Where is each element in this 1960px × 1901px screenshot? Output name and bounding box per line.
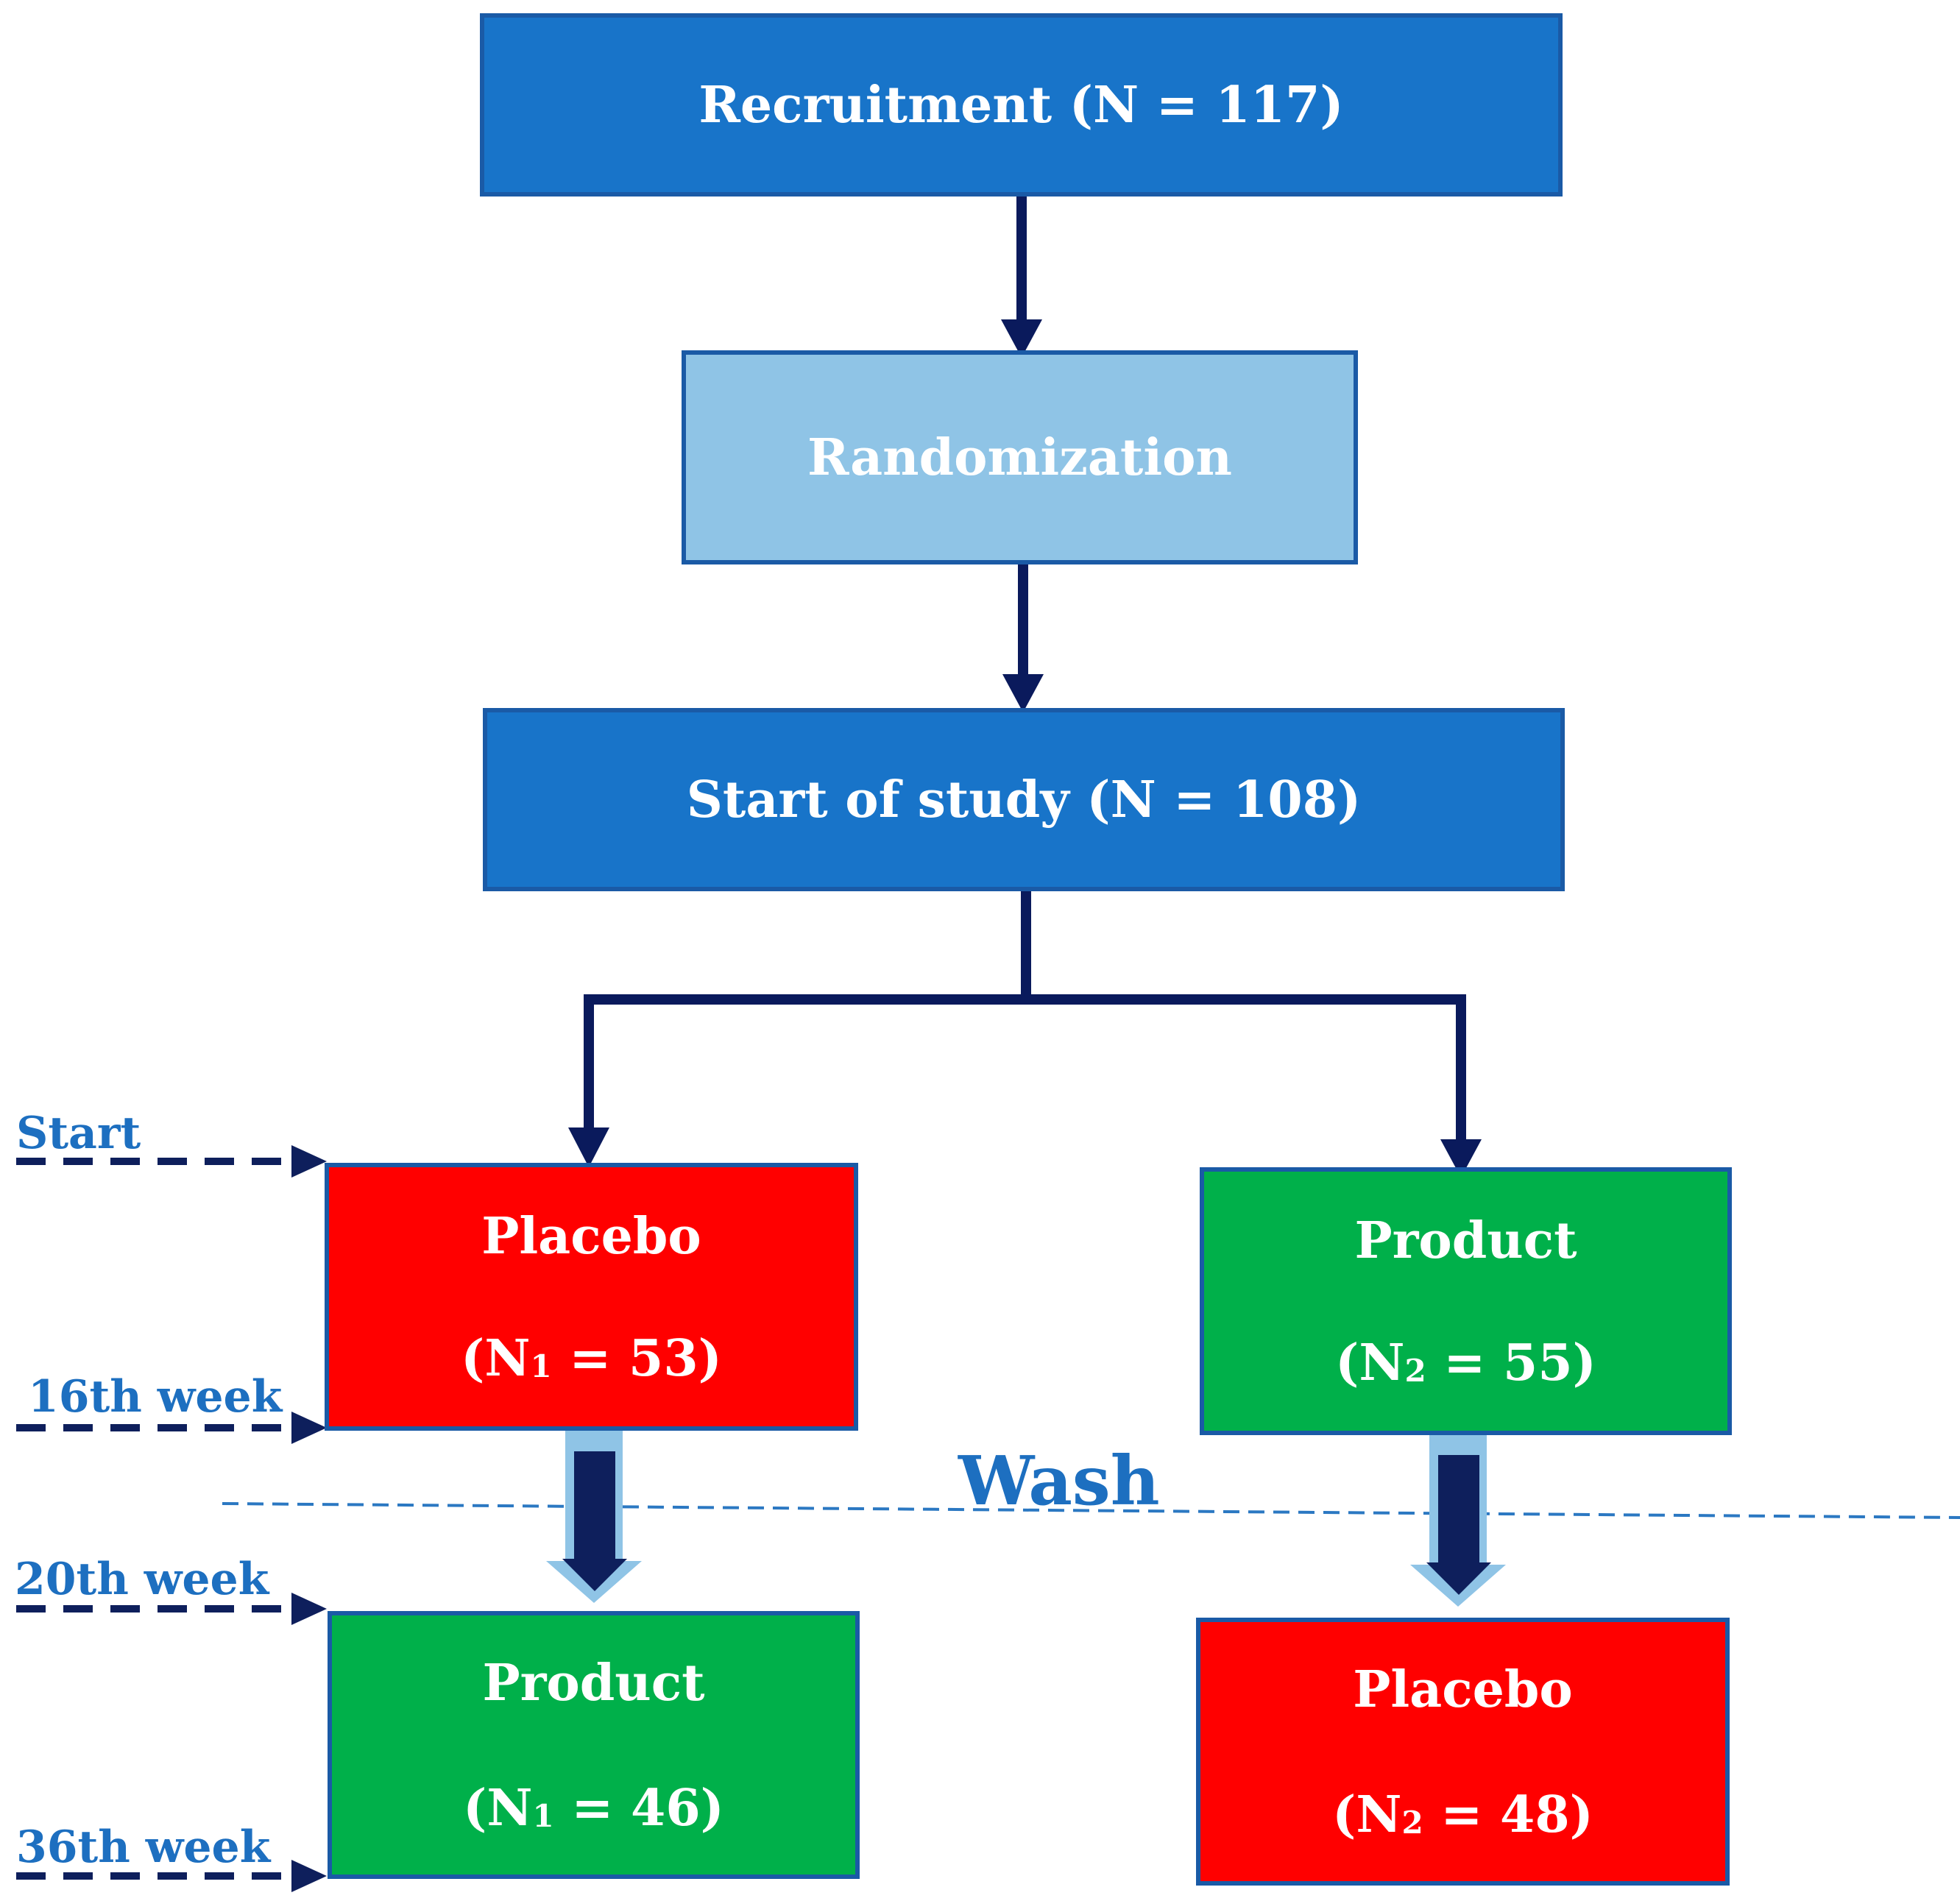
product-phase1-count: (N2 = 55)	[1335, 1334, 1596, 1392]
placebo-phase2-label: Placebo	[1353, 1660, 1573, 1719]
product-phase2-count: (N1 = 46)	[463, 1779, 724, 1838]
start-of-study-label: Start of study (N = 108)	[686, 770, 1362, 829]
timeline-arrow-20th-week	[16, 1593, 327, 1625]
product-phase2-label: Product	[482, 1654, 705, 1713]
product-phase1-label: Product	[1354, 1211, 1577, 1270]
wash-label: Wash	[958, 1441, 1160, 1521]
placebo-phase2-count: (N2 = 48)	[1332, 1785, 1593, 1844]
start-of-study-box: Start of study (N = 108)	[483, 708, 1565, 891]
timeline-label-16th-week: 16th week	[28, 1371, 283, 1423]
timeline-label-36th-week: 36th week	[16, 1822, 271, 1873]
timeline-label-20th-week: 20th week	[15, 1554, 269, 1605]
randomization-box: Randomization	[682, 350, 1358, 564]
arrow-randomization-to-start	[1002, 540, 1044, 712]
randomization-label: Randomization	[807, 428, 1232, 487]
timeline-arrow-36th-week	[16, 1860, 327, 1892]
placebo-phase2-box: Placebo (N2 = 48)	[1196, 1618, 1730, 1886]
recruitment-box: Recruitment (N = 117)	[480, 13, 1563, 197]
timeline-label-start: Start	[16, 1108, 141, 1159]
wash-arrow-right	[1410, 1434, 1506, 1607]
placebo-phase1-label: Placebo	[481, 1207, 701, 1266]
placebo-phase1-box: Placebo (N1 = 53)	[325, 1163, 858, 1431]
product-phase2-box: Product (N1 = 46)	[328, 1611, 860, 1879]
placebo-phase1-count: (N1 = 53)	[461, 1329, 722, 1388]
timeline-arrow-start	[16, 1145, 327, 1178]
wash-arrow-left	[546, 1431, 642, 1603]
wash-dashed-line	[222, 1502, 1960, 1519]
split-connector	[568, 878, 1482, 1178]
timeline-arrow-16th-week	[16, 1412, 327, 1444]
arrow-recruitment-to-randomization	[1001, 186, 1042, 358]
product-phase1-box: Product (N2 = 55)	[1200, 1167, 1732, 1435]
recruitment-label: Recruitment (N = 117)	[698, 75, 1344, 135]
